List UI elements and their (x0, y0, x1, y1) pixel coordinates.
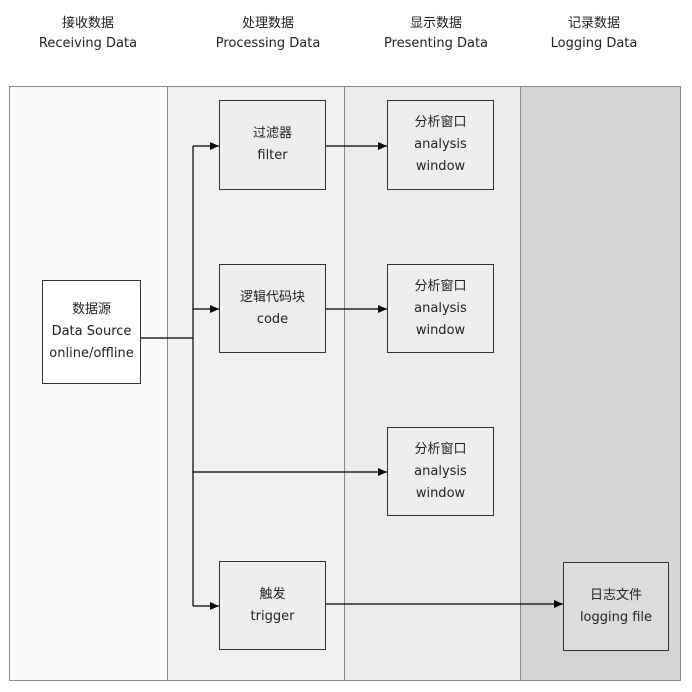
lane-title-zh: 显示数据 (409, 16, 462, 31)
lane-header-presenting: 显示数据 Presenting Data (348, 14, 524, 54)
lane-title-en: Processing Data (215, 36, 321, 51)
node-label-en: trigger (250, 608, 295, 624)
node-label-en: analysis window (414, 463, 467, 501)
node-analysis-window-2: 分析窗口 analysis window (387, 264, 494, 353)
node-label-en-2: online/offline (49, 346, 134, 361)
node-label-en: filter (257, 148, 288, 163)
node-label-zh: 触发 (259, 586, 286, 602)
node-label-zh: 日志文件 (589, 587, 642, 603)
lane-title-zh: 接收数据 (61, 16, 114, 31)
lane-title-en: Presenting Data (383, 36, 489, 51)
node-label-zh: 分析窗口 (414, 115, 467, 130)
node-label-zh: 逻辑代码块 (239, 289, 305, 305)
node-label-en: analysis window (414, 300, 467, 338)
node-data-source: 数据源 Data Source online/offline (42, 280, 141, 384)
node-logic-code: 逻辑代码块 code (219, 264, 326, 353)
lane-title-zh: 处理数据 (241, 16, 294, 31)
lane-header-logging: 记录数据 Logging Data (506, 14, 682, 54)
lane-header-receiving: 接收数据 Receiving Data (0, 14, 176, 54)
lane-header-processing: 处理数据 Processing Data (180, 14, 356, 54)
lane-title-zh: 记录数据 (567, 16, 620, 31)
lane-title-en: Logging Data (550, 36, 638, 51)
node-label-zh: 分析窗口 (414, 441, 467, 457)
node-filter: 过滤器 filter (219, 100, 326, 190)
node-trigger: 触发 trigger (219, 561, 326, 650)
node-label-en: code (256, 311, 289, 327)
node-label-zh: 过滤器 (252, 126, 292, 141)
lane-title-en: Receiving Data (38, 36, 138, 51)
node-logging-file: 日志文件 logging file (563, 562, 669, 651)
node-label-en: logging file (579, 609, 653, 625)
node-analysis-window-3: 分析窗口 analysis window (387, 427, 494, 516)
node-analysis-window-1: 分析窗口 analysis window (387, 100, 494, 190)
node-label-zh: 数据源 (71, 302, 111, 317)
node-label-en: analysis window (414, 137, 467, 174)
node-label-zh: 分析窗口 (414, 278, 467, 294)
node-label-en: Data Source (51, 324, 132, 339)
